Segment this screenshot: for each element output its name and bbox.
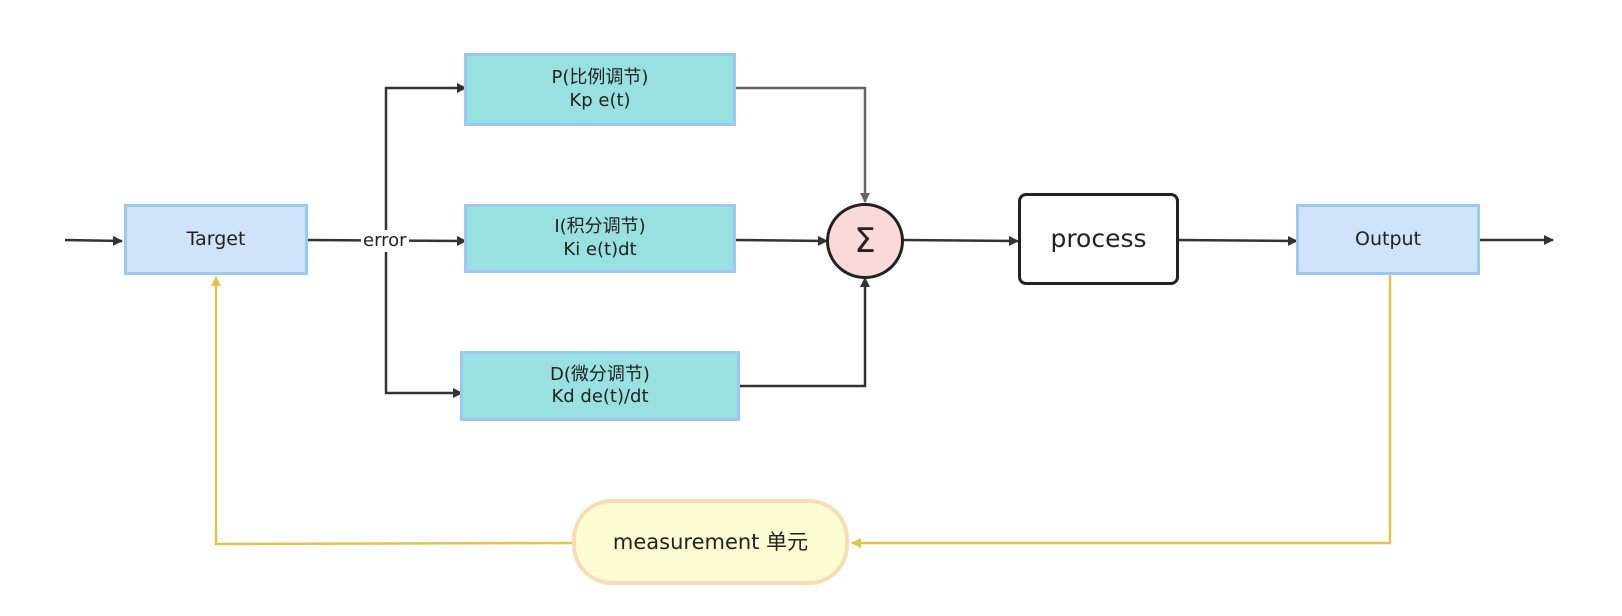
d-formula: Kd de(t)/dt <box>551 386 649 407</box>
output-to-measurement-arrow <box>851 275 1392 548</box>
target-label: Target <box>186 227 246 250</box>
measurement-node: measurement 单元 <box>572 499 849 585</box>
summation-node: Σ <box>826 203 904 279</box>
i-to-sum-arrow <box>733 235 828 246</box>
measurement-to-target-arrow <box>211 276 574 546</box>
sigma-icon: Σ <box>854 220 876 261</box>
error-label: error <box>361 230 409 252</box>
p-to-sum-arrow <box>734 86 870 203</box>
output-node: Output <box>1296 204 1480 275</box>
sum-to-process-arrow <box>902 235 1019 246</box>
process-to-output-arrow <box>1177 235 1298 246</box>
target-node: Target <box>124 204 308 275</box>
d-controller-node: D(微分调节) Kd de(t)/dt <box>460 351 740 421</box>
p-controller-node: P(比例调节) Kp e(t) <box>464 53 736 126</box>
i-title: I(积分调节) <box>554 216 646 237</box>
i-controller-node: I(积分调节) Ki e(t)dt <box>464 204 736 273</box>
i-formula: Ki e(t)dt <box>563 238 637 260</box>
input-arrow <box>64 235 123 246</box>
error-to-p-arrow <box>384 83 467 240</box>
p-title: P(比例调节) <box>551 67 649 88</box>
process-node: process <box>1018 193 1179 285</box>
p-formula: Kp e(t) <box>569 89 631 111</box>
d-to-sum-arrow <box>740 277 870 388</box>
d-title: D(微分调节) <box>550 363 650 385</box>
process-label: process <box>1050 224 1147 254</box>
measurement-label: measurement 单元 <box>612 529 809 554</box>
error-to-d-arrow <box>384 240 463 398</box>
output-label: Output <box>1355 227 1421 250</box>
